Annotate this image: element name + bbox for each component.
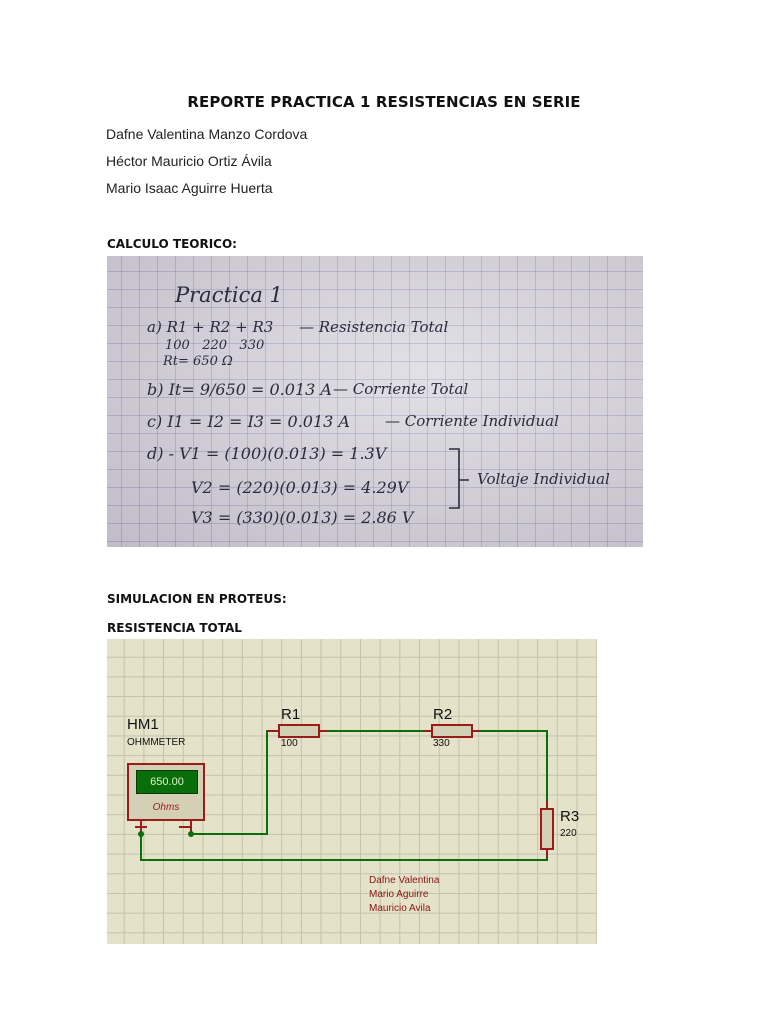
circuit-wires <box>135 724 554 861</box>
r3-ref-label: R3 <box>560 808 580 825</box>
notes-line-d3: V3 = (330)(0.013) = 2.86 V <box>191 508 414 527</box>
resistor-r1 <box>278 724 320 738</box>
ohmmeter: 650.00 Ohms <box>127 763 205 821</box>
credit-line-1: Dafne Valentina <box>369 875 440 886</box>
r2-ref-label: R2 <box>433 706 453 723</box>
notes-line-a: a) R1 + R2 + R3 <box>147 318 274 336</box>
notes-line-a-result: Rt= 650 Ω <box>163 354 233 369</box>
r3-value-label: 220 <box>560 828 577 839</box>
meter-type-label: OHMMETER <box>127 737 186 748</box>
proteus-schematic: HM1 OHMMETER 650.00 Ohms R1 100 R2 330 R… <box>107 639 597 944</box>
resistor-r3 <box>540 808 554 850</box>
author-3: Mario Isaac Aguirre Huerta <box>106 180 273 196</box>
meter-ref-label: HM1 <box>127 716 159 733</box>
notes-line-b: b) It= 9/650 = 0.013 A <box>147 380 332 399</box>
author-2: Héctor Mauricio Ortiz Ávila <box>106 153 272 169</box>
meter-unit: Ohms <box>152 802 180 813</box>
notes-bracket <box>449 448 469 509</box>
notes-title: Practica 1 <box>175 283 283 307</box>
notes-line-b-label: — Corriente Total <box>333 380 469 398</box>
meter-display: 650.00 <box>136 770 198 794</box>
page-title: REPORTE PRACTICA 1 RESISTENCIAS EN SERIE <box>187 93 581 111</box>
notes-line-d1: d) - V1 = (100)(0.013) = 1.3V <box>147 444 387 463</box>
resistor-r2 <box>431 724 473 738</box>
handwritten-notes-photo: Practica 1 a) R1 + R2 + R3 — Resistencia… <box>107 256 643 547</box>
notes-line-a-label: — Resistencia Total <box>299 318 449 336</box>
notes-line-a-values: 100 220 330 <box>165 338 265 353</box>
notes-line-c-label: — Corriente Individual <box>385 412 559 430</box>
section-heading-simulation: SIMULACION EN PROTEUS: <box>107 592 287 606</box>
credit-line-2: Mario Aguirre <box>369 889 429 900</box>
r1-ref-label: R1 <box>281 706 301 723</box>
notes-line-d2: V2 = (220)(0.013) = 4.29V <box>191 478 409 497</box>
r1-value-label: 100 <box>281 738 298 749</box>
section-heading-theory: CALCULO TEORICO: <box>107 237 237 251</box>
credit-line-3: Mauricio Avila <box>369 903 431 914</box>
r2-value-label: 330 <box>433 738 450 749</box>
subsection-heading-total: RESISTENCIA TOTAL <box>107 621 242 635</box>
author-1: Dafne Valentina Manzo Cordova <box>106 126 308 142</box>
notes-line-d-label: Voltaje Individual <box>477 470 610 488</box>
notes-line-c: c) I1 = I2 = I3 = 0.013 A <box>147 412 350 431</box>
